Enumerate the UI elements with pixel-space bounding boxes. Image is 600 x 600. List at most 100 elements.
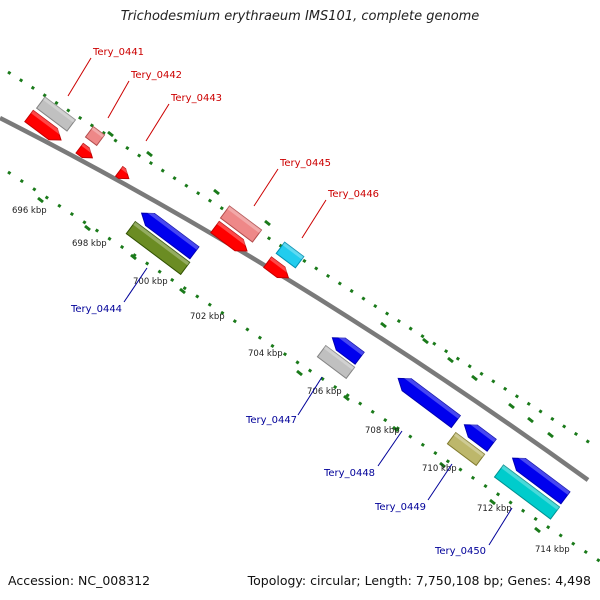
- gc-content-dot: [508, 500, 513, 505]
- gc-content-dot: [89, 123, 94, 128]
- gc-content-dot: [207, 302, 212, 307]
- gc-content-dot: [521, 508, 526, 513]
- gene-arrow-0442: [75, 142, 94, 159]
- gc-content-dot: [232, 319, 237, 324]
- gc-content-dot: [408, 434, 413, 439]
- gene-arrow-0442-highlight: [81, 143, 96, 156]
- gc-content-dot: [220, 310, 225, 316]
- gene-block-0442-cog: [84, 125, 106, 147]
- label-leader-tery_0449: [427, 463, 453, 501]
- gc-content-dot: [558, 533, 563, 538]
- gene-arrow-0449: [463, 424, 497, 452]
- gene-label-tery_0446[interactable]: Tery_0446: [327, 189, 379, 200]
- gc-content-dot: [245, 327, 250, 332]
- gene-arrow-0450: [511, 457, 571, 505]
- gene-label-tery_0441[interactable]: Tery_0441: [92, 47, 144, 58]
- gene-labels[interactable]: Tery_0441Tery_0442Tery_0443Tery_0444Tery…: [67, 47, 513, 557]
- gc-content-dot: [445, 459, 450, 464]
- gc-content-dot: [170, 277, 175, 283]
- gc-content-dot: [562, 424, 567, 429]
- gene-block-0445-cog-highlight: [227, 206, 262, 233]
- gc-content-dot: [282, 352, 288, 357]
- gene-label-tery_0450[interactable]: Tery_0450: [434, 546, 486, 557]
- gene-block-0446-cog: [275, 241, 305, 269]
- gc-skew-dash: [422, 337, 429, 345]
- tick-label-712-kbp: 712 kbp: [477, 504, 512, 514]
- gc-content-dot: [66, 108, 71, 113]
- gene-label-tery_0443[interactable]: Tery_0443: [170, 93, 222, 104]
- gene-label-tery_0444[interactable]: Tery_0444: [70, 304, 122, 315]
- gene-arrow-0444: [140, 212, 200, 260]
- gc-content-dot: [470, 475, 476, 480]
- gc-content-dot: [455, 356, 460, 361]
- tick-label-700-kbp: 700 kbp: [133, 277, 168, 287]
- label-leader-tery_0448: [377, 430, 403, 467]
- gc-content-dot: [7, 70, 12, 75]
- gene-block-0449-cog-highlight: [453, 432, 485, 457]
- gene-arrow-0446: [263, 256, 290, 279]
- gc-skew-dash: [213, 188, 220, 196]
- gc-skew-dash: [296, 369, 303, 377]
- gene-block-0441-cog: [35, 96, 77, 132]
- gc-content-dot: [479, 371, 484, 376]
- gc-content-dot: [467, 364, 472, 369]
- gc-content-dot: [266, 236, 272, 241]
- gc-content-dot: [195, 294, 200, 299]
- gc-content-dot: [585, 439, 590, 444]
- gene-label-tery_0448[interactable]: Tery_0448: [323, 468, 375, 479]
- gc-content-dot: [349, 288, 354, 294]
- gc-content-dot: [125, 145, 130, 151]
- gc-content-dot: [196, 191, 201, 196]
- gene-label-tery_0447[interactable]: Tery_0447: [245, 415, 297, 426]
- gc-skew-dash: [527, 416, 534, 424]
- gc-content-dot: [30, 85, 35, 90]
- gc-content-dot: [32, 187, 37, 192]
- gc-skew-dash: [107, 130, 114, 138]
- gene-block-0450-cog-highlight: [501, 465, 560, 510]
- gene-arrow-0450-highlight: [514, 452, 570, 495]
- gc-skew-dash: [392, 425, 399, 433]
- gc-content-dot: [19, 78, 24, 83]
- tick-label-706-kbp: 706 kbp: [307, 387, 342, 397]
- gc-content-dot: [314, 266, 319, 271]
- gene-arrow-0446-highlight: [269, 257, 293, 276]
- gc-content-dot: [533, 516, 538, 522]
- gc-skew-dash: [439, 461, 446, 469]
- label-leader-tery_0450: [488, 507, 513, 546]
- gc-content-dot: [157, 269, 162, 274]
- gc-content-dot: [495, 492, 501, 497]
- label-leader-tery_0447: [297, 376, 323, 416]
- gene-arrow-0445: [210, 220, 248, 252]
- gene-label-tery_0445[interactable]: Tery_0445: [279, 158, 331, 169]
- gc-skew-dash: [146, 150, 153, 158]
- backbone-track: [0, 115, 590, 482]
- gene-arrow-0441-highlight: [31, 110, 66, 138]
- label-leader-tery_0446: [301, 199, 327, 239]
- gc-content-dot: [69, 211, 74, 217]
- gc-content-dot: [396, 319, 401, 324]
- gene-block-0442-cog-highlight: [91, 126, 105, 138]
- gene-arrow-0444-highlight: [143, 207, 199, 250]
- gc-skew-dash: [130, 253, 137, 261]
- topology-text: Topology: circular; Length: 7,750,108 bp…: [247, 573, 591, 588]
- label-leader-tery_0441: [67, 57, 92, 97]
- gene-block-0450-cog: [493, 464, 561, 520]
- feature-tracks[interactable]: [24, 96, 571, 520]
- gc-content-dot: [433, 450, 438, 456]
- accession-text: Accession: NC_008312: [8, 573, 151, 588]
- label-leader-tery_0442: [107, 80, 130, 119]
- tick-label-698-kbp: 698 kbp: [72, 239, 107, 249]
- gc-content-dot: [596, 558, 600, 563]
- gene-label-tery_0442[interactable]: Tery_0442: [130, 70, 182, 81]
- tick-label-696-kbp: 696 kbp: [12, 206, 47, 216]
- gc-content-dot: [7, 170, 12, 175]
- label-leader-tery_0444: [123, 267, 148, 303]
- gc-content-dot: [119, 244, 125, 250]
- gc-content-dot: [113, 138, 118, 143]
- tick-label-714-kbp: 714 kbp: [535, 545, 570, 555]
- gc-content-dot: [491, 379, 496, 384]
- gc-content-dot: [358, 401, 363, 406]
- gene-label-tery_0449[interactable]: Tery_0449: [374, 502, 426, 513]
- gc-content-dot: [573, 431, 579, 437]
